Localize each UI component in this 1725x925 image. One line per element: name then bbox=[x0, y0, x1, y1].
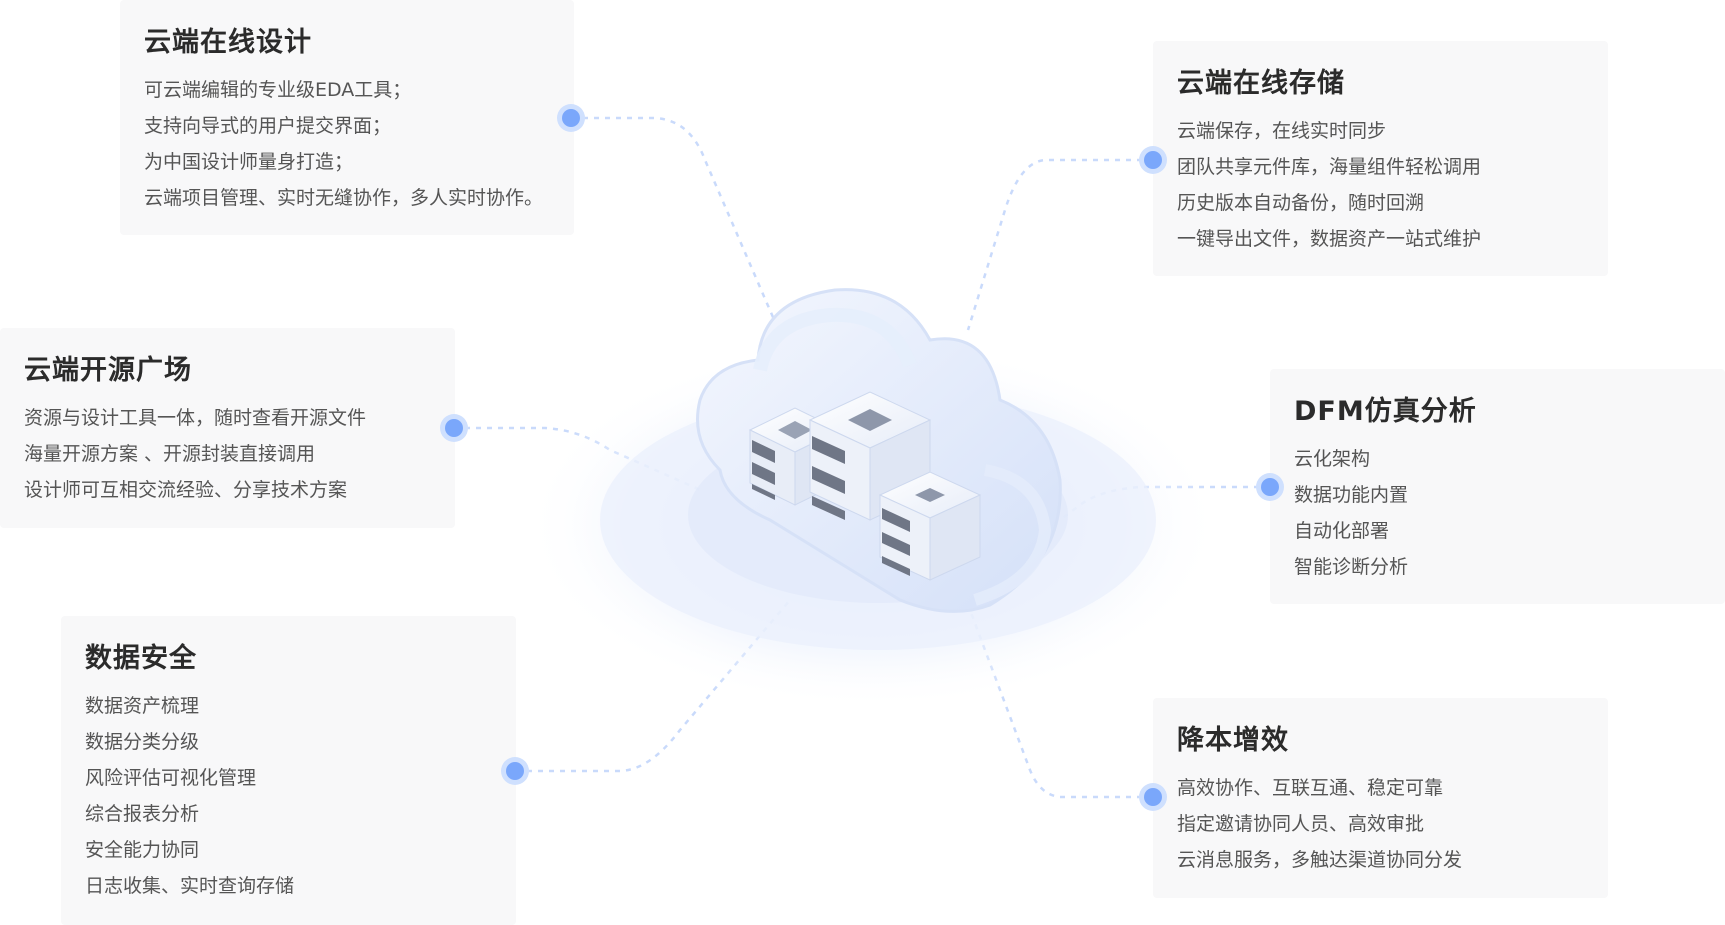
list-item: 风险评估可视化管理 bbox=[85, 767, 257, 789]
list-item: 云端保存，在线实时同步 bbox=[1177, 120, 1387, 142]
list-item: 一键导出文件，数据资产一站式维护 bbox=[1177, 228, 1482, 250]
feature-title: 云端在线存储 bbox=[1177, 68, 1345, 99]
feature-card-data-security: 数据安全 数据资产梳理 数据分类分级 风险评估可视化管理 综合报表分析 安全能力… bbox=[61, 616, 516, 925]
feature-card-open-source: 云端开源广场 资源与设计工具一体，随时查看开源文件 海量开源方案 、开源封装直接… bbox=[0, 328, 455, 528]
feature-list: 高效协作、互联互通、稳定可靠 指定邀请协同人员、高效审批 云消息服务，多触达渠道… bbox=[1177, 770, 1584, 878]
feature-title: 云端在线设计 bbox=[144, 27, 312, 58]
feature-list: 数据资产梳理 数据分类分级 风险评估可视化管理 综合报表分析 安全能力协同 日志… bbox=[85, 688, 492, 904]
list-item: 资源与设计工具一体，随时查看开源文件 bbox=[24, 407, 367, 429]
list-item: 智能诊断分析 bbox=[1294, 556, 1409, 578]
feature-list: 云化架构 数据功能内置 自动化部署 智能诊断分析 bbox=[1294, 441, 1701, 585]
list-item: 历史版本自动备份，随时回溯 bbox=[1177, 192, 1425, 214]
list-item: 团队共享元件库，海量组件轻松调用 bbox=[1177, 156, 1482, 178]
feature-title: DFM仿真分析 bbox=[1294, 396, 1477, 427]
connector-dot-icon bbox=[440, 414, 468, 442]
connector-dot-icon bbox=[1256, 473, 1284, 501]
list-item: 日志收集、实时查询存储 bbox=[85, 875, 295, 897]
list-item: 数据资产梳理 bbox=[85, 695, 200, 717]
list-item: 安全能力协同 bbox=[85, 839, 200, 861]
list-item: 数据功能内置 bbox=[1294, 484, 1409, 506]
feature-card-cost-efficiency: 降本增效 高效协作、互联互通、稳定可靠 指定邀请协同人员、高效审批 云消息服务，… bbox=[1153, 698, 1608, 898]
feature-list: 资源与设计工具一体，随时查看开源文件 海量开源方案 、开源封装直接调用 设计师可… bbox=[24, 400, 431, 508]
feature-card-cloud-design: 云端在线设计 可云端编辑的专业级EDA工具； 支持向导式的用户提交界面； 为中国… bbox=[120, 0, 574, 235]
feature-title: 云端开源广场 bbox=[24, 355, 192, 386]
list-item: 支持向导式的用户提交界面； bbox=[144, 115, 392, 137]
feature-title: 降本增效 bbox=[1177, 725, 1289, 756]
list-item: 云端项目管理、实时无缝协作，多人实时协作。 bbox=[144, 187, 544, 209]
list-item: 自动化部署 bbox=[1294, 520, 1390, 542]
feature-card-cloud-storage: 云端在线存储 云端保存，在线实时同步 团队共享元件库，海量组件轻松调用 历史版本… bbox=[1153, 41, 1608, 276]
list-item: 设计师可互相交流经验、分享技术方案 bbox=[24, 479, 348, 501]
feature-card-dfm-simulation: DFM仿真分析 云化架构 数据功能内置 自动化部署 智能诊断分析 bbox=[1270, 369, 1725, 604]
connector-dot-icon bbox=[501, 757, 529, 785]
list-item: 云消息服务，多触达渠道协同分发 bbox=[1177, 849, 1463, 871]
feature-title: 数据安全 bbox=[85, 643, 197, 674]
connector-dot-icon bbox=[1139, 783, 1167, 811]
list-item: 为中国设计师量身打造； bbox=[144, 151, 354, 173]
list-item: 指定邀请协同人员、高效审批 bbox=[1177, 813, 1425, 835]
list-item: 云化架构 bbox=[1294, 448, 1371, 470]
list-item: 数据分类分级 bbox=[85, 731, 200, 753]
feature-list: 云端保存，在线实时同步 团队共享元件库，海量组件轻松调用 历史版本自动备份，随时… bbox=[1177, 113, 1584, 257]
list-item: 海量开源方案 、开源封装直接调用 bbox=[24, 443, 316, 465]
list-item: 可云端编辑的专业级EDA工具； bbox=[144, 79, 412, 101]
feature-list: 可云端编辑的专业级EDA工具； 支持向导式的用户提交界面； 为中国设计师量身打造… bbox=[144, 72, 550, 216]
list-item: 综合报表分析 bbox=[85, 803, 200, 825]
list-item: 高效协作、互联互通、稳定可靠 bbox=[1177, 777, 1444, 799]
connector-dot-icon bbox=[1139, 146, 1167, 174]
connector-dot-icon bbox=[557, 104, 585, 132]
